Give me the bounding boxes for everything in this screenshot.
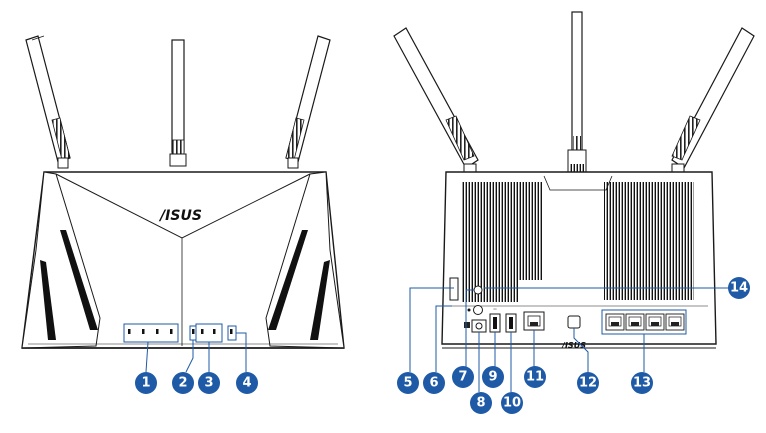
rear-view: /ISUS ▭: [393, 11, 755, 392]
svg-text:4: 4: [242, 376, 251, 391]
rear-ports: ▭: [464, 285, 687, 335]
middle-antenna: [169, 39, 187, 167]
callout-12: 12: [577, 372, 599, 394]
svg-text:7: 7: [458, 370, 467, 385]
svg-text:13: 13: [633, 376, 651, 391]
svg-text:5: 5: [403, 376, 412, 391]
callout-6: 6: [423, 372, 445, 394]
right-antenna: [285, 35, 331, 169]
rear-leader-lines: [409, 287, 730, 392]
svg-text:3: 3: [204, 376, 213, 391]
svg-text:2: 2: [178, 376, 187, 391]
rear-left-antenna: [393, 27, 479, 187]
svg-text:10: 10: [503, 396, 521, 411]
lan-port: [665, 313, 685, 331]
lan-port: [625, 313, 645, 331]
svg-text:6: 6: [429, 376, 438, 391]
svg-text:14: 14: [730, 281, 748, 296]
svg-text:12: 12: [579, 376, 597, 391]
callout-9: 9: [482, 366, 504, 388]
callout-10: 10: [501, 392, 523, 414]
svg-text:1: 1: [141, 376, 150, 391]
callout-3: 3: [198, 372, 220, 394]
wps-button: [473, 285, 483, 295]
front-callouts: 1 2 3 4: [135, 372, 258, 394]
callout-5: 5: [397, 372, 419, 394]
callout-13: 13: [631, 372, 653, 394]
front-view: /ISUS: [21, 35, 345, 373]
reset-hole: [467, 308, 471, 312]
left-antenna: [25, 35, 71, 169]
dc-in-port: [471, 319, 487, 333]
lan-led-group: [123, 323, 179, 343]
rear-router-body: [441, 171, 717, 349]
front-leader-lines: [145, 332, 247, 373]
rear-brand-logo: /ISUS: [561, 341, 586, 350]
usb-1-mark: ▭: [493, 307, 496, 311]
svg-text:8: 8: [476, 396, 485, 411]
callout-4: 4: [236, 372, 258, 394]
callout-1: 1: [135, 372, 157, 394]
lan-port: [645, 313, 665, 331]
front-router-body: [21, 171, 345, 349]
rear-callouts: 5 6 7 8 9 10 11 12: [397, 277, 750, 414]
callout-2: 2: [172, 372, 194, 394]
callout-14: 14: [728, 277, 750, 299]
callout-8: 8: [470, 392, 492, 414]
callout-11: 11: [524, 366, 546, 388]
svg-text:11: 11: [526, 370, 544, 385]
power-button: [473, 305, 483, 315]
rear-middle-antenna: [567, 11, 587, 183]
svg-text:9: 9: [488, 370, 497, 385]
callout-7: 7: [452, 366, 474, 388]
front-brand-logo: /ISUS: [158, 208, 202, 224]
rear-right-antenna: [671, 27, 755, 187]
product-label: [567, 315, 581, 329]
lan-port: [605, 313, 625, 331]
